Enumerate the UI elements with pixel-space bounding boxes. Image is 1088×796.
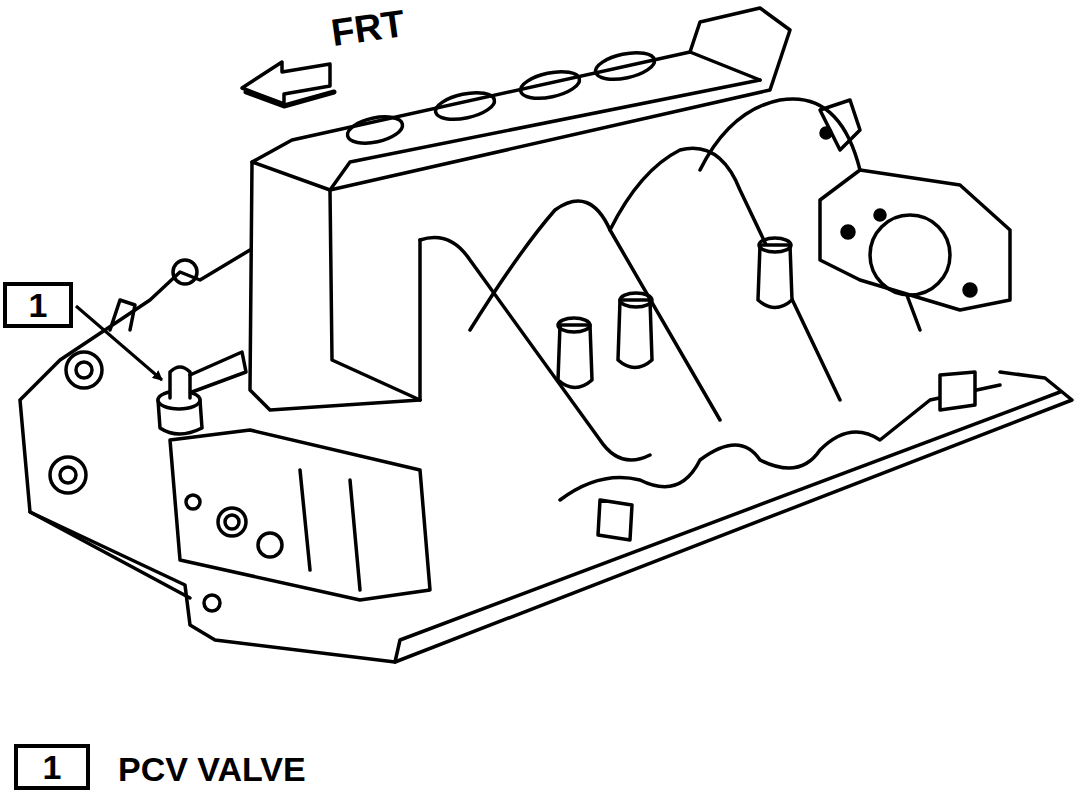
- callout-text: 1: [29, 288, 48, 322]
- callout-text: 1: [43, 750, 62, 784]
- callout-number: 1: [3, 282, 73, 328]
- legend-number: 1: [14, 744, 90, 790]
- front-direction-label: FRT: [329, 4, 407, 52]
- leader-line: [76, 306, 162, 380]
- part-name: PCV VALVE: [118, 752, 306, 786]
